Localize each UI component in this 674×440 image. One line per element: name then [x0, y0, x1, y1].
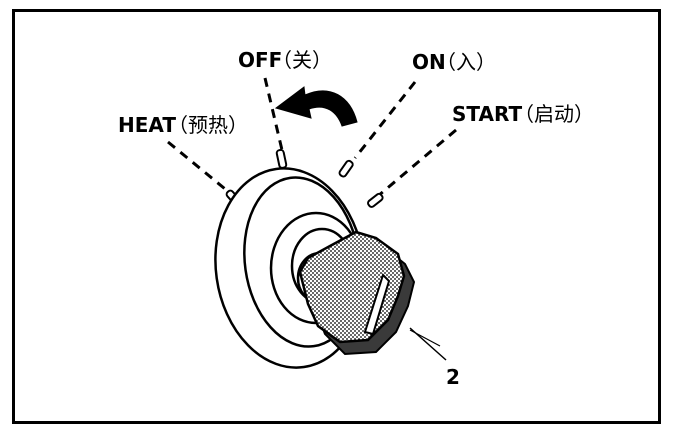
- label-start-cn: （启动）: [514, 102, 594, 126]
- label-off: OFF （关）: [238, 48, 332, 72]
- label-heat: HEAT （预热）: [118, 113, 248, 137]
- position-ticks: [225, 148, 384, 208]
- label-heat-code: HEAT: [118, 113, 176, 137]
- label-on-code: ON: [412, 50, 446, 74]
- off-tick: [275, 148, 288, 169]
- counterclockwise-arrow-icon: [274, 86, 358, 127]
- start-position-line: [377, 128, 457, 198]
- label-start: START （启动）: [452, 102, 594, 126]
- start-tick: [367, 192, 384, 208]
- position-lines: [167, 77, 457, 198]
- label-on: ON （入）: [412, 50, 496, 74]
- label-heat-cn: （预热）: [168, 113, 248, 137]
- label-start-code: START: [452, 102, 522, 126]
- on-position-line: [353, 81, 417, 159]
- label-off-cn: （关）: [272, 48, 332, 72]
- callout-leader-line-2: [409, 329, 441, 347]
- label-on-cn: （入）: [436, 50, 496, 74]
- diagram-frame: [12, 9, 661, 424]
- ignition-key-icon: [298, 230, 416, 356]
- callout: 2: [409, 327, 460, 389]
- key-slot: [363, 273, 391, 336]
- callout-number: 2: [446, 365, 460, 389]
- on-tick: [338, 159, 354, 178]
- heat-position-line: [167, 140, 231, 195]
- label-off-code: OFF: [238, 48, 282, 72]
- off-position-line: [263, 77, 284, 151]
